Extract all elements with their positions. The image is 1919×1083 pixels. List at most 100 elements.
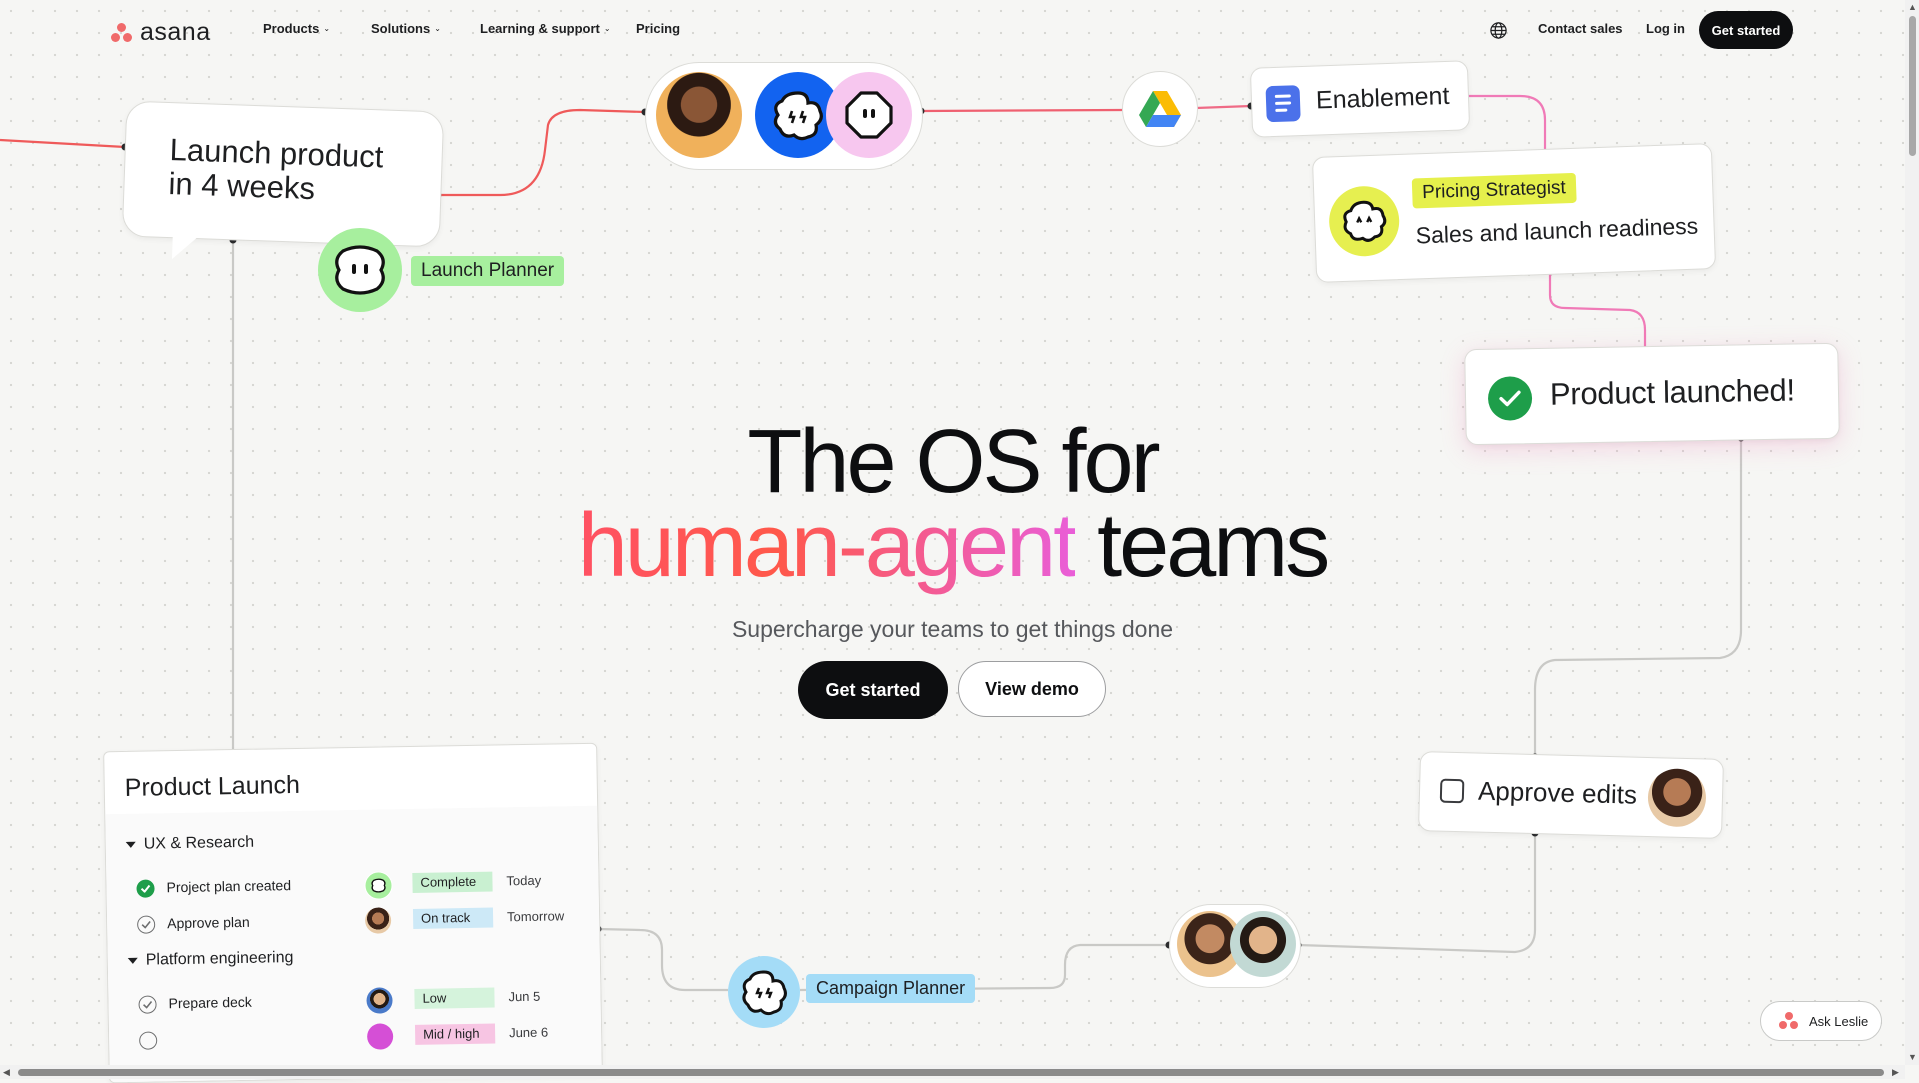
nav-products-label: Products xyxy=(263,21,320,36)
pricing-strategist-card: Pricing Strategist Sales and launch read… xyxy=(1311,143,1717,283)
status-badge: Low xyxy=(414,987,495,1009)
pricing-agent-avatar xyxy=(1327,185,1401,258)
hero-title-rest: teams xyxy=(1097,496,1330,596)
pink-agent-avatar xyxy=(826,72,912,158)
nav-learning[interactable]: Learning & support⌄ xyxy=(480,21,611,36)
nav-pricing[interactable]: Pricing xyxy=(636,21,680,36)
ask-leslie-label: Ask Leslie xyxy=(1809,1013,1869,1029)
hero-title-line1: The OS for xyxy=(747,412,1160,512)
check-outline-icon[interactable] xyxy=(137,915,156,934)
logo-text: asana xyxy=(140,18,211,46)
vertical-scrollbar[interactable]: ▲ ▼ xyxy=(1905,0,1919,1065)
document-icon xyxy=(1265,85,1301,123)
section-platform-engineering[interactable]: Platform engineering xyxy=(127,949,294,970)
nav-solutions-label: Solutions xyxy=(371,21,431,36)
horizontal-scrollbar[interactable]: ◀ ▶ xyxy=(0,1065,1905,1079)
pricing-strategist-subtitle: Sales and launch readiness xyxy=(1415,212,1699,249)
panel-title: Product Launch xyxy=(124,770,301,802)
person-assignee-avatar xyxy=(366,987,393,1014)
hero-highlight: human-agent xyxy=(577,496,1078,596)
panel-body: UX & Research Project plan created Compl… xyxy=(105,805,603,1083)
scroll-left-arrow-icon[interactable]: ◀ xyxy=(3,1067,10,1077)
google-drive-icon xyxy=(1122,71,1198,147)
contact-sales-link[interactable]: Contact sales xyxy=(1538,21,1623,36)
status-badge: Complete xyxy=(412,871,493,893)
product-launched-card: Product launched! xyxy=(1464,342,1840,446)
task-date: Jun 5 xyxy=(508,988,541,1005)
agent-face-icon xyxy=(335,245,385,295)
asana-dots-icon xyxy=(111,22,133,43)
check-done-icon[interactable] xyxy=(136,879,155,898)
task-name: Prepare deck xyxy=(168,993,252,1012)
speech-bubble-card: Launch product in 4 weeks xyxy=(121,100,445,261)
asana-logo[interactable]: asana xyxy=(111,18,211,47)
hero-subtitle: Supercharge your teams to get things don… xyxy=(731,616,1174,642)
approve-edits-card: Approve edits xyxy=(1418,751,1724,839)
table-row[interactable]: Prepare deck Low Jun 5 xyxy=(138,982,578,1020)
table-row[interactable]: Approve plan On track Tomorrow xyxy=(137,902,577,940)
view-demo-button[interactable]: View demo xyxy=(958,661,1106,717)
approve-edits-label: Approve edits xyxy=(1477,775,1638,810)
section-name: Platform engineering xyxy=(145,949,294,969)
person-avatar-man xyxy=(1230,911,1296,977)
agent-hexagon-icon xyxy=(845,91,893,139)
log-in-link[interactable]: Log in xyxy=(1646,21,1685,36)
table-row[interactable]: Mid / high June 6 xyxy=(139,1018,579,1056)
task-date: June 6 xyxy=(508,1024,549,1041)
scroll-right-arrow-icon[interactable]: ▶ xyxy=(1892,1067,1899,1077)
bubble-tail xyxy=(171,235,199,261)
caret-down-icon xyxy=(127,957,138,964)
drive-logo-icon xyxy=(1139,91,1181,127)
horizontal-scroll-thumb[interactable] xyxy=(18,1069,1884,1076)
product-launched-label: Product launched! xyxy=(1549,372,1796,412)
nav-products[interactable]: Products⌄ xyxy=(263,21,330,36)
asana-dots-icon xyxy=(1779,1012,1799,1030)
check-circle-icon xyxy=(1487,376,1533,421)
nav-pricing-label: Pricing xyxy=(636,21,681,36)
top-nav: asana Products⌄ Solutions⌄ Learning & su… xyxy=(0,0,1905,60)
chevron-down-icon: ⌄ xyxy=(603,24,611,33)
table-row[interactable]: Project plan created Complete Today xyxy=(136,866,576,904)
agent-flower-icon xyxy=(773,91,823,141)
person-assignee-avatar xyxy=(364,907,392,934)
agent-assignee-avatar xyxy=(364,871,393,900)
team-avatars-pill xyxy=(645,62,923,170)
status-badge: On track xyxy=(412,907,494,929)
check-outline-icon[interactable] xyxy=(138,995,157,1014)
ask-leslie-button[interactable]: Ask Leslie xyxy=(1760,1001,1882,1041)
agent-cloud-icon xyxy=(1343,200,1387,242)
duo-avatars-pill xyxy=(1169,904,1301,988)
nav-learning-label: Learning & support xyxy=(480,21,600,36)
person-avatar xyxy=(656,72,742,158)
section-name: UX & Research xyxy=(143,833,255,853)
chevron-down-icon: ⌄ xyxy=(323,24,331,33)
reviewer-avatar xyxy=(1647,768,1707,828)
scroll-down-arrow-icon[interactable]: ▼ xyxy=(1908,1052,1917,1062)
task-date: Today xyxy=(506,872,542,889)
hero-title-line2: human-agent teams xyxy=(500,501,1405,591)
enablement-label: Enablement xyxy=(1315,81,1450,115)
nav-get-started-button[interactable]: Get started xyxy=(1699,11,1793,49)
vertical-scroll-thumb[interactable] xyxy=(1909,16,1916,156)
check-outline-icon[interactable] xyxy=(139,1031,158,1050)
hero-title: The OS for human-agent teams xyxy=(500,417,1405,591)
campaign-planner-tag: Campaign Planner xyxy=(806,974,976,1003)
scroll-up-arrow-icon[interactable]: ▲ xyxy=(1908,2,1917,12)
hero-get-started-button[interactable]: Get started xyxy=(798,661,948,719)
agent-flower-icon xyxy=(742,970,787,1016)
speech-bubble-text: Launch product in 4 weeks xyxy=(167,132,384,207)
task-name: Approve plan xyxy=(167,913,250,932)
launch-planner-agent-avatar xyxy=(318,228,402,312)
approval-icon xyxy=(1439,778,1465,804)
nav-solutions[interactable]: Solutions⌄ xyxy=(371,21,441,36)
globe-icon[interactable] xyxy=(1489,21,1508,40)
product-launch-panel: Product Launch UX & Research Project pla… xyxy=(103,742,603,1083)
enablement-card: Enablement xyxy=(1249,60,1471,138)
section-ux-research[interactable]: UX & Research xyxy=(125,833,255,854)
pricing-strategist-tag: Pricing Strategist xyxy=(1411,172,1577,209)
caret-down-icon xyxy=(125,841,136,848)
task-name: Project plan created xyxy=(166,877,292,896)
status-badge: Mid / high xyxy=(414,1023,496,1045)
task-date: Tomorrow xyxy=(506,908,565,925)
launch-planner-tag: Launch Planner xyxy=(411,256,565,286)
